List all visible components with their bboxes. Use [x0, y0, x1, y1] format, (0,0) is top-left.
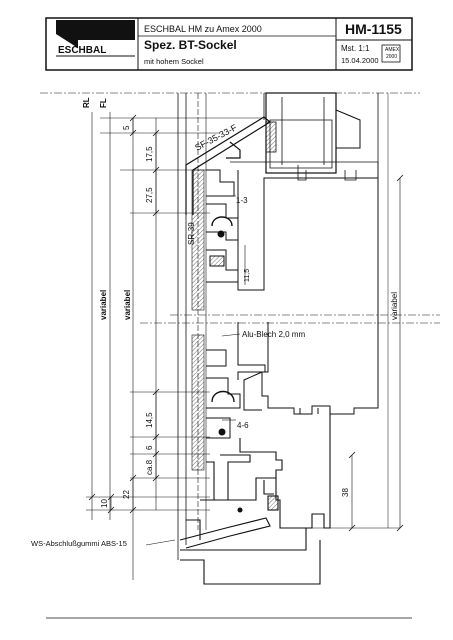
upper-frame-parts	[206, 169, 379, 322]
logo-mark	[56, 20, 135, 48]
label-sf-profile: SF-35-33-F	[193, 122, 239, 153]
stamp-line2: 2000	[386, 54, 398, 60]
dim-5: 5	[122, 125, 131, 130]
dim-11-5: 11,5	[244, 269, 251, 282]
lower-section	[206, 322, 379, 439]
stamp-line1: AMEX	[385, 47, 400, 53]
dim-4-6: 4-6	[237, 421, 249, 430]
label-ws-abschluss: WS-Abschlußgummi ABS-15	[31, 539, 127, 548]
dim-38: 38	[341, 488, 350, 497]
drawing-number: HM-1155	[345, 21, 402, 37]
dim-27-5: 27,5	[145, 187, 154, 203]
dim-ca8: ca.8	[145, 459, 154, 475]
hatch-upper	[191, 169, 205, 311]
label-fl: FL	[99, 98, 108, 108]
dim-14-5: 14,5	[145, 412, 154, 428]
dim-10: 10	[100, 499, 109, 508]
dim-1-3: 1-3	[236, 196, 248, 205]
drawing-date: 15.04.2000	[341, 56, 379, 65]
dim-6: 6	[145, 445, 154, 450]
dim-variabel-rl: variabel	[99, 290, 108, 320]
upper-sash-section	[230, 92, 379, 181]
dim-variabel-fl: variabel	[123, 290, 132, 320]
drawing-scale: Mst. 1:1	[341, 44, 370, 53]
title-block	[45, 17, 413, 71]
drawing-subtitle: mit hohem Sockel	[144, 57, 204, 66]
dim-17-5: 17,5	[145, 146, 154, 162]
lower-frame-sill	[179, 408, 331, 585]
dim-variabel-right: variabel	[390, 292, 399, 320]
label-alu-blech: Alu-Blech 2,0 mm	[242, 330, 305, 339]
drawing-title: Spez. BT-Sockel	[144, 38, 237, 52]
dim-22: 22	[122, 490, 131, 499]
label-rl: RL	[82, 97, 91, 108]
label-sr-profile: SR-39	[187, 222, 196, 245]
project-line: ESCHBAL HM zu Amex 2000	[144, 24, 262, 34]
hatch-lower	[191, 334, 205, 471]
company-logo-text: ESCHBAL	[58, 45, 107, 56]
